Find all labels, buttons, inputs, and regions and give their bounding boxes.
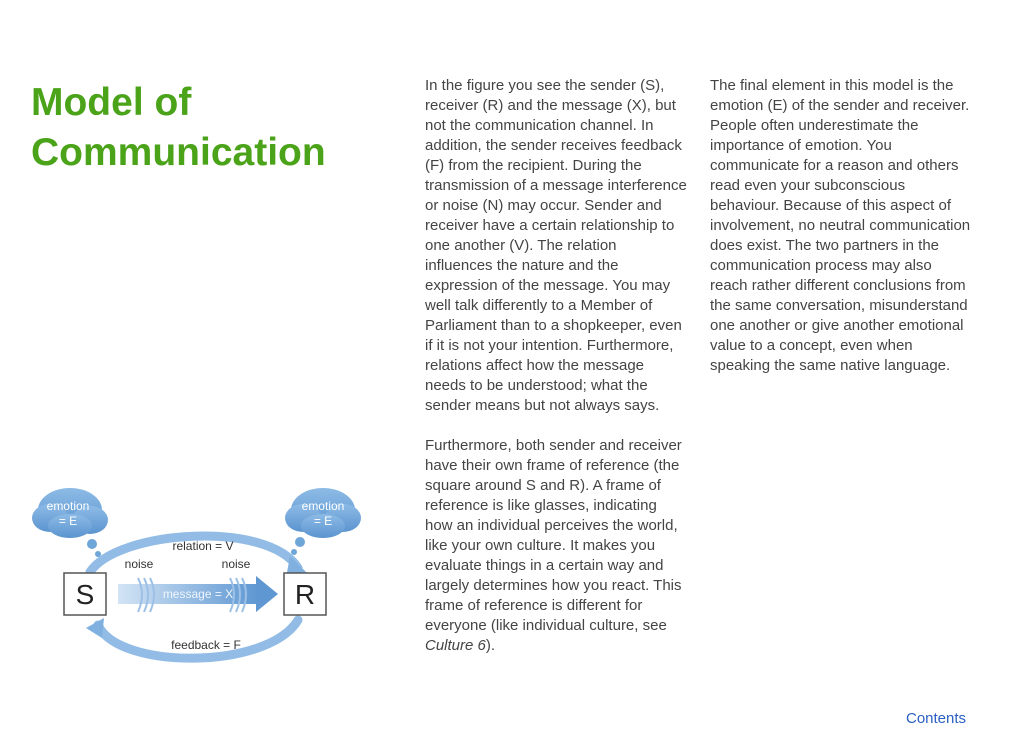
- text-column-1: In the figure you see the sender (S), re…: [425, 76, 687, 676]
- emotion-left-label: emotion: [47, 499, 90, 513]
- emotion-right-label: emotion: [302, 499, 345, 513]
- noise-left-label: noise: [125, 557, 154, 571]
- paragraph-2-end: ).: [485, 637, 496, 654]
- page-title: Model of Communication: [31, 81, 326, 174]
- emotion-cloud-left: emotion = E: [32, 488, 108, 557]
- culture-reference: Culture 6: [425, 637, 486, 654]
- contents-link[interactable]: Contents: [906, 710, 967, 727]
- noise-right-label: noise: [222, 557, 251, 571]
- communication-diagram: emotion = E emotion = E relation = V noi…: [28, 480, 368, 670]
- message-label: message = X: [163, 587, 233, 601]
- sender-box: S: [63, 572, 107, 616]
- emotion-right-value: = E: [314, 514, 332, 528]
- relation-label: relation = V: [172, 539, 233, 553]
- receiver-box: R: [283, 572, 327, 616]
- text-column-2: The final element in this model is the e…: [710, 76, 972, 396]
- sender-label: S: [76, 579, 95, 610]
- relation-arc: [85, 531, 303, 577]
- feedback-label: feedback = F: [171, 638, 241, 652]
- paragraph-2-text: Furthermore, both sender and receiver ha…: [425, 437, 682, 634]
- paragraph-3: The final element in this model is the e…: [710, 77, 971, 374]
- noise-waves-left: [137, 577, 155, 613]
- noise-waves-right: [229, 577, 247, 613]
- emotion-cloud-right: emotion = E: [285, 488, 361, 555]
- paragraph-1: In the figure you see the sender (S), re…: [425, 77, 687, 414]
- feedback-arrowhead: [86, 618, 104, 638]
- emotion-left-value: = E: [59, 514, 77, 528]
- paragraph-2: Furthermore, both sender and receiver ha…: [425, 436, 687, 656]
- communication-diagram-svg: emotion = E emotion = E relation = V noi…: [32, 488, 361, 663]
- receiver-label: R: [295, 579, 315, 610]
- feedback-arc: [93, 615, 303, 663]
